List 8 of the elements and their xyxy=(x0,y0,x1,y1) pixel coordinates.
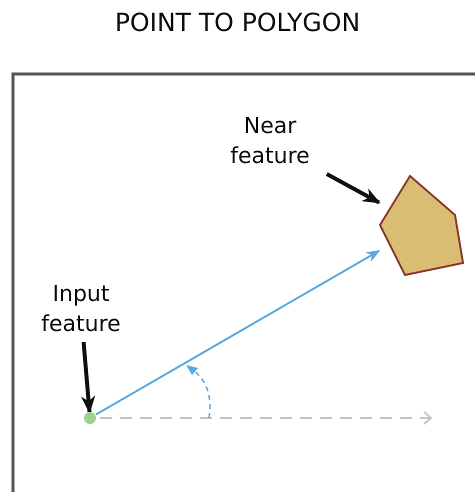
leader-arrow xyxy=(80,342,96,414)
feature-label: Input feature xyxy=(40,281,122,339)
leader-arrow xyxy=(326,172,381,204)
polygon-shape xyxy=(379,175,465,277)
arrow xyxy=(96,250,380,416)
feature-label: Near feature xyxy=(229,113,311,171)
diagram-title: POINT TO POLYGON xyxy=(114,8,362,37)
point-marker xyxy=(84,412,96,424)
